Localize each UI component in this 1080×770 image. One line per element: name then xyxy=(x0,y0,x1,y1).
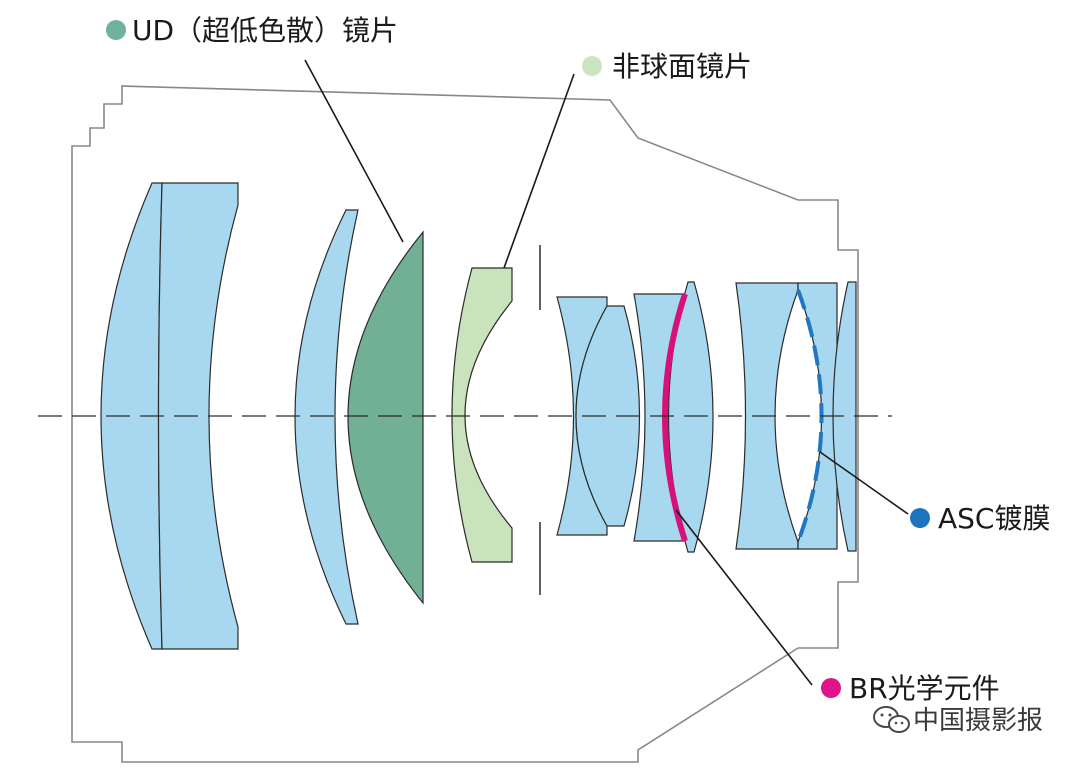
br-legend-dot xyxy=(821,678,841,698)
aspherical-leader-line xyxy=(503,73,575,269)
br-optical-element xyxy=(662,293,688,542)
aspherical-lens-label: 非球面镜片 xyxy=(612,50,752,83)
ud-legend-dot xyxy=(106,20,126,40)
ud-lens-element xyxy=(347,230,424,605)
asc-coating-label: ASC镀膜 xyxy=(938,502,1050,535)
br-optics-label: BR光学元件 xyxy=(849,672,1000,705)
watermark-text: 中国摄影报 xyxy=(913,706,1043,736)
br-group-element-2 xyxy=(667,281,714,553)
asc-legend-dot xyxy=(910,508,930,528)
asc-leader-line xyxy=(819,451,909,515)
wechat-icon xyxy=(873,706,910,733)
aspherical-legend-dot xyxy=(582,56,602,76)
rear-lens-element xyxy=(832,281,857,552)
ud-lens-label: UD（超低色散）镜片 xyxy=(132,14,398,47)
aspherical-lens-element xyxy=(451,267,513,563)
doublet-element-2 xyxy=(575,305,641,527)
meniscus-lens-element xyxy=(294,209,359,625)
lens-barrel-outline xyxy=(71,85,859,763)
ud-leader-line xyxy=(304,59,404,243)
br-leader-line xyxy=(675,509,813,686)
front-lens-element-2 xyxy=(157,182,239,650)
